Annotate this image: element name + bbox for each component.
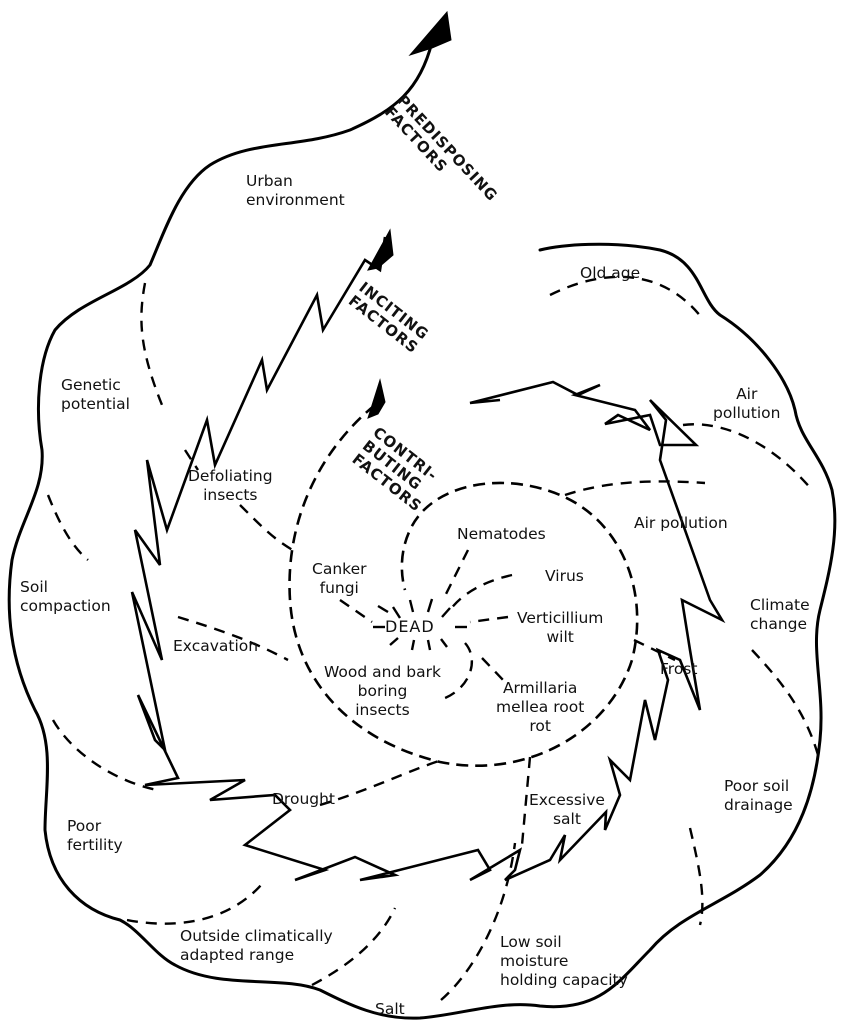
factor-genetic-potential: Genetic potential bbox=[61, 376, 130, 413]
inciting-arrow-tip bbox=[367, 228, 394, 271]
center-dead-label: DEAD bbox=[385, 617, 435, 636]
factor-armillaria-root-rot: Armillaria mellea root rot bbox=[496, 679, 585, 735]
factor-soil-compaction: Soil compaction bbox=[20, 578, 111, 615]
inciting-bolt bbox=[130, 236, 726, 882]
factor-nematodes: Nematodes bbox=[457, 525, 546, 543]
factor-poor-soil-drainage: Poor soil drainage bbox=[724, 777, 793, 814]
factor-frost: Frost bbox=[660, 660, 698, 678]
factor-salt: Salt bbox=[375, 1000, 405, 1018]
factor-air-pollution-inner: Air pollution bbox=[634, 514, 728, 532]
factor-dividers bbox=[46, 275, 820, 1001]
factor-poor-fertility: Poor fertility bbox=[67, 817, 123, 854]
predisposing-arrow-tip bbox=[408, 10, 452, 57]
factor-verticillium-wilt: Verticillium wilt bbox=[517, 609, 604, 646]
factor-wood-bark-boring-insects: Wood and bark boring insects bbox=[324, 663, 441, 719]
factor-air-pollution-outer: Air pollution bbox=[713, 385, 781, 422]
factor-defoliating-insects: Defoliating insects bbox=[188, 467, 273, 504]
predisposing-boundary bbox=[7, 40, 837, 1020]
contributing-arrow-tip bbox=[367, 378, 386, 419]
factor-outside-adapted-range: Outside climatically adapted range bbox=[180, 927, 333, 964]
factor-urban-environment: Urban environment bbox=[246, 172, 345, 209]
factor-excavation: Excavation bbox=[173, 637, 259, 655]
factor-drought: Drought bbox=[272, 790, 336, 808]
factor-canker-fungi: Canker fungi bbox=[312, 560, 367, 597]
contributing-spiral bbox=[288, 403, 639, 767]
factor-climate-change: Climate change bbox=[750, 596, 810, 633]
factor-low-soil-moisture: Low soil moisture holding capacity bbox=[500, 933, 628, 989]
contributing-connectors bbox=[339, 549, 513, 702]
factor-old-age: Old age bbox=[580, 264, 641, 282]
factor-excessive-salt: Excessive salt bbox=[529, 791, 605, 828]
dead-rays bbox=[373, 598, 467, 651]
factor-virus: Virus bbox=[545, 567, 584, 585]
